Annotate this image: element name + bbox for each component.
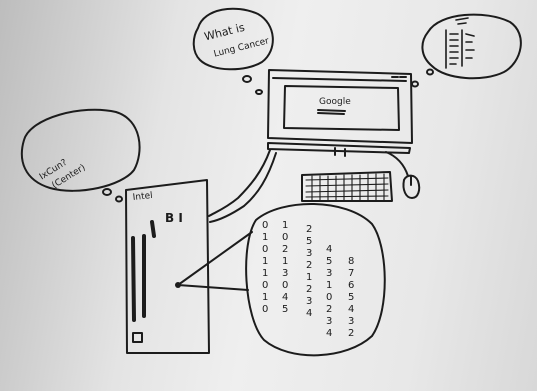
code-digit: 2 — [306, 260, 312, 271]
code-digit: 2 — [348, 328, 354, 339]
monitor-titlebar — [273, 78, 406, 81]
question-text: What is Lung Cancer — [203, 16, 270, 61]
data-bubble-tail-dot — [427, 70, 433, 75]
code-digit: 3 — [326, 268, 332, 279]
code-digit: 7 — [348, 268, 354, 279]
code-digit: 4 — [282, 292, 288, 303]
code-digit: 4 — [348, 304, 354, 315]
monitor-base — [268, 143, 410, 153]
question-line-2: Lung Cancer — [213, 36, 271, 59]
monitor-cable — [209, 150, 270, 216]
code-digit: 2 — [326, 304, 332, 315]
code-digit: 1 — [306, 272, 312, 283]
scribble-text — [446, 18, 474, 68]
code-digit: 1 — [282, 256, 288, 267]
keyboard-keys — [306, 174, 388, 200]
code-digit: 1 — [282, 220, 288, 231]
data-bubble — [422, 15, 520, 79]
computer-tower — [126, 180, 209, 353]
tower-badge: B I — [165, 211, 183, 225]
code-digit: 0 — [282, 280, 288, 291]
tower-brand: Intel — [132, 191, 153, 203]
code-digit: 1 — [262, 232, 268, 243]
code-digit: 5 — [282, 304, 288, 315]
search-engine-logo: Google — [319, 97, 351, 107]
code-digit: 2 — [282, 244, 288, 255]
computer-bubble-tail-dot — [116, 197, 122, 202]
code-digit: 5 — [326, 256, 332, 267]
code-digit: 3 — [326, 316, 332, 327]
code-digit: 1 — [262, 256, 268, 267]
code-digit: 3 — [282, 268, 288, 279]
monitor-cable — [210, 153, 276, 222]
code-digit: 4 — [326, 244, 332, 255]
code-digit: 0 — [262, 304, 268, 315]
code-digit: 1 — [262, 292, 268, 303]
code-digit: 6 — [348, 280, 354, 291]
computer-bubble-tail-dot — [103, 189, 111, 195]
code-digit: 2 — [306, 224, 312, 235]
code-digit: 2 — [306, 284, 312, 295]
code-digit: 1 — [326, 280, 332, 291]
code-bubble-pointer — [178, 232, 252, 290]
code-digit: 0 — [282, 232, 288, 243]
data-bubble-tail-dot — [412, 82, 418, 87]
code-digit: 3 — [348, 316, 354, 327]
question-line-1: What is — [203, 21, 246, 44]
computer-bubble — [22, 110, 140, 191]
question-bubble-tail-dot — [243, 76, 251, 82]
code-digit: 4 — [306, 308, 312, 319]
code-digit: 0 — [262, 220, 268, 231]
computer-bubble-text: IxCun? (Center) — [38, 151, 87, 194]
search-bar — [318, 110, 345, 114]
code-digit: 0 — [262, 244, 268, 255]
tower-port — [175, 282, 181, 288]
code-digit: 8 — [348, 256, 354, 267]
code-digit: 1 — [262, 268, 268, 279]
code-digit: 5 — [306, 236, 312, 247]
code-digit: 4 — [326, 328, 332, 339]
question-bubble-tail-dot — [256, 90, 262, 94]
drive-bay — [152, 222, 154, 236]
power-button — [133, 333, 142, 342]
code-digit: 3 — [306, 296, 312, 307]
code-digit: 3 — [306, 248, 312, 259]
drive-bay — [133, 238, 134, 320]
code-digit: 0 — [326, 292, 332, 303]
code-digit: 5 — [348, 292, 354, 303]
monitor-screen — [284, 86, 399, 130]
code-digit: 0 — [262, 280, 268, 291]
